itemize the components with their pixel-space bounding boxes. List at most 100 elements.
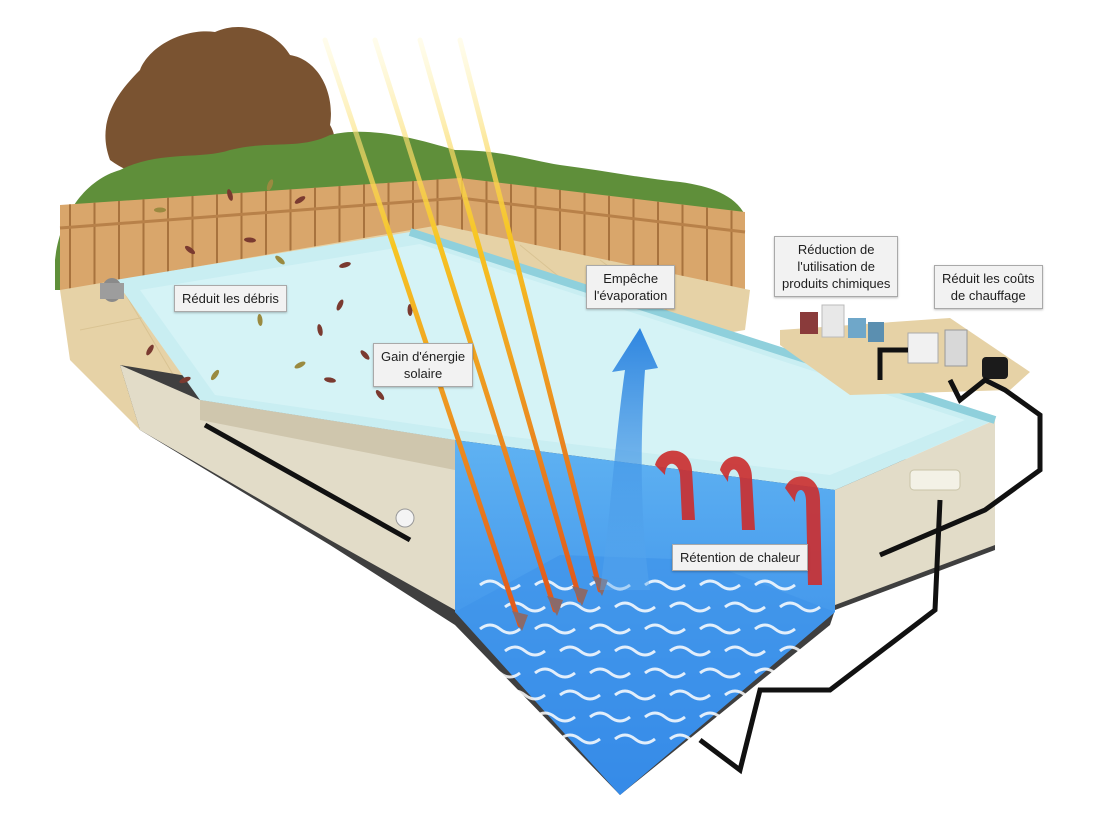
wave-mark [534,579,576,591]
wave-mark [479,711,521,723]
chemical-bottles-icon [800,304,884,342]
leaf [339,262,351,268]
wave-mark [754,579,796,591]
wave-mark [614,645,656,657]
skimmer-icon [909,469,961,491]
leaf [179,376,191,384]
leaf [266,179,274,191]
wave-mark [559,733,601,745]
return-pipe-left [203,422,412,543]
label-reduces-debris-line: Réduit les débris [182,291,279,306]
label-solar-gain-line-2: solaire [403,366,443,381]
wave-mark [699,579,741,591]
pool-wall-right [835,420,995,605]
leaf [294,361,306,369]
leaf [146,344,154,356]
leaf [244,237,256,243]
leaf [210,369,220,381]
sun-ray [417,37,583,603]
label-reduces-chemicals: Réduction de l'utilisation de produits c… [774,236,899,297]
sun-ray [372,37,558,613]
wave-mark [559,601,601,613]
leaf [375,390,385,400]
wave-mark [504,733,546,745]
wave-mark [534,667,576,679]
wave-mark [504,689,546,701]
label-prevents-evaporation-line-1: Empêche [603,271,659,286]
leaf [294,196,306,204]
wave-mark [699,711,741,723]
heater-filter-icon [907,329,1008,379]
wave-mark [504,645,546,657]
sun-ray-arrowhead [572,586,588,606]
return-jet-left [395,508,415,528]
wave-mark [699,667,741,679]
wave-mark [534,623,576,635]
leaf [275,255,285,265]
wave-mark [669,601,711,613]
sun-ray-arrowhead [547,596,563,616]
leaf [227,189,233,201]
label-heat-retention-line: Rétention de chaleur [680,550,800,565]
label-reduces-chemicals-line-2: l'utilisation de [797,259,876,274]
wave-mark [479,667,521,679]
wave-mark [614,689,656,701]
leaf [407,304,413,316]
label-reduces-chemicals-line-3: produits chimiques [782,276,891,291]
leaf [317,324,323,336]
wave-mark [559,689,601,701]
wave-mark [534,711,576,723]
wave-mark [754,623,796,635]
leaf [184,245,196,255]
pool-wall-left [120,365,455,610]
label-reduces-heating-costs-line-2: de chauffage [950,288,1026,303]
wave-mark [669,645,711,657]
wave-mark [559,645,601,657]
sun-rays [322,37,608,631]
sun-ray [457,37,603,593]
label-reduces-heating-costs-line-1: Réduit les coûts [942,271,1035,286]
wave-mark [779,601,821,613]
label-solar-gain-line-1: Gain d'énergie [381,349,466,364]
wave-mark [754,711,796,723]
wave-mark [644,711,686,723]
label-prevents-evaporation-line-2: l'évaporation [594,288,668,303]
wave-mark [669,689,711,701]
leaf [257,314,263,326]
sun-ray-arrowhead [512,611,528,631]
leaf [360,350,370,360]
label-reduces-chemicals-line-1: Réduction de [797,242,875,257]
label-reduces-heating-costs: Réduit les coûts de chauffage [934,265,1043,309]
heat-retention-arrows [655,450,822,585]
wave-mark [724,645,766,657]
wave-mark [724,601,766,613]
wave-mark [589,711,631,723]
evaporation-arrow [600,328,658,590]
leaf [154,207,166,213]
wave-mark [644,579,686,591]
label-reduces-debris: Réduit les débris [174,285,287,312]
leaf [324,377,336,383]
wave-mark [479,579,521,591]
wave-mark [699,623,741,635]
wave-mark [779,733,821,745]
label-solar-gain: Gain d'énergie solaire [373,343,474,387]
wave-mark [754,667,796,679]
wave-mark [479,623,521,635]
wave-mark [614,733,656,745]
wave-mark [614,601,656,613]
leaf [336,299,344,311]
sun-ray [322,37,523,628]
wave-mark [589,623,631,635]
wave-mark [644,667,686,679]
label-prevents-evaporation: Empêche l'évaporation [586,265,676,309]
wave-mark [589,667,631,679]
label-heat-retention: Rétention de chaleur [672,544,808,571]
equipment-pipes [877,347,908,380]
tree-canopy [105,26,335,180]
wave-mark [644,623,686,635]
return-pipe-right [698,499,943,775]
wave-mark [724,733,766,745]
